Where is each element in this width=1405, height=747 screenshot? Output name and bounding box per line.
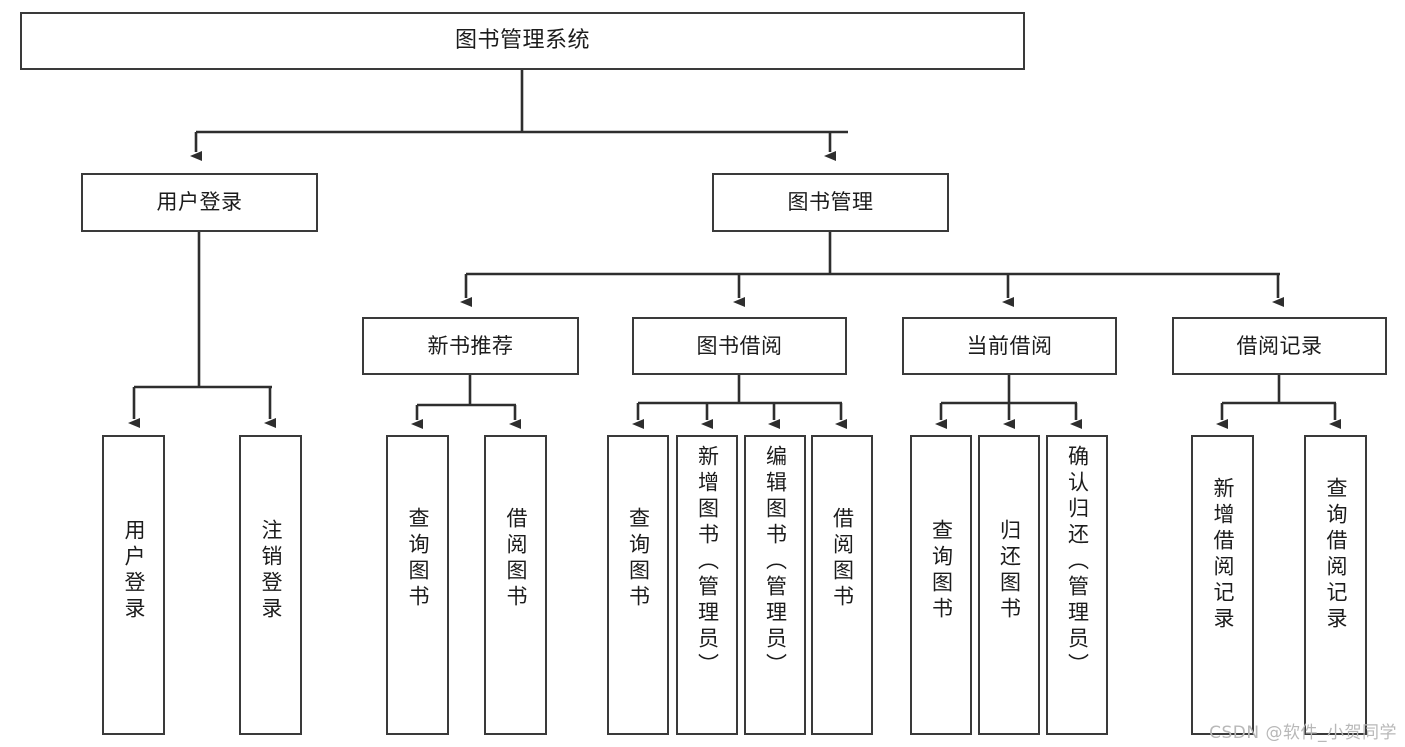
leaf-edit-book[interactable]: 编辑图书（管理员） bbox=[744, 435, 806, 735]
node-label: 新增借阅记录 bbox=[1211, 477, 1235, 633]
node-label: 确认归还（管理员） bbox=[1065, 445, 1090, 679]
leaf-query-book-recommend[interactable]: 查询图书 bbox=[386, 435, 449, 735]
leaf-add-book[interactable]: 新增图书（管理员） bbox=[676, 435, 738, 735]
node-label: 查询图书 bbox=[626, 507, 651, 611]
node-label: 图书借阅 bbox=[696, 333, 783, 358]
leaf-borrow-book-recommend[interactable]: 借阅图书 bbox=[484, 435, 547, 735]
node-new-book-recommend[interactable]: 新书推荐 bbox=[362, 317, 579, 375]
leaf-query-borrow-record[interactable]: 查询借阅记录 bbox=[1304, 435, 1367, 735]
leaf-query-book-current[interactable]: 查询图书 bbox=[910, 435, 972, 735]
leaf-return-book[interactable]: 归还图书 bbox=[978, 435, 1040, 735]
watermark-text: CSDN @软件_小贺同学 bbox=[1209, 723, 1397, 743]
node-label: 归还图书 bbox=[997, 519, 1022, 623]
node-label: 当前借阅 bbox=[966, 333, 1053, 358]
node-user-login[interactable]: 用户登录 bbox=[81, 173, 318, 232]
node-book-management[interactable]: 图书管理 bbox=[712, 173, 949, 232]
leaf-logout-login[interactable]: 注销登录 bbox=[239, 435, 302, 735]
node-label: 用户登录 bbox=[122, 519, 146, 623]
node-label: 新书推荐 bbox=[427, 333, 514, 358]
node-label: 查询图书 bbox=[929, 519, 954, 623]
node-current-borrow[interactable]: 当前借阅 bbox=[902, 317, 1117, 375]
node-label: 新增图书（管理员） bbox=[695, 445, 720, 679]
leaf-confirm-return[interactable]: 确认归还（管理员） bbox=[1046, 435, 1108, 735]
node-root-system[interactable]: 图书管理系统 bbox=[20, 12, 1025, 70]
leaf-query-book-borrow[interactable]: 查询图书 bbox=[607, 435, 669, 735]
leaf-add-borrow-record[interactable]: 新增借阅记录 bbox=[1191, 435, 1254, 735]
node-label: 图书管理 bbox=[787, 190, 874, 215]
node-label: 查询借阅记录 bbox=[1324, 477, 1348, 633]
leaf-user-login[interactable]: 用户登录 bbox=[102, 435, 165, 735]
leaf-borrow-book-borrow[interactable]: 借阅图书 bbox=[811, 435, 873, 735]
node-borrow-record[interactable]: 借阅记录 bbox=[1172, 317, 1387, 375]
node-label: 编辑图书（管理员） bbox=[763, 445, 788, 679]
node-label: 查询图书 bbox=[406, 507, 430, 611]
node-label: 借阅图书 bbox=[504, 507, 528, 611]
node-label: 用户登录 bbox=[156, 190, 243, 215]
node-label: 图书管理系统 bbox=[454, 28, 590, 54]
node-label: 注销登录 bbox=[259, 519, 283, 623]
node-label: 借阅记录 bbox=[1236, 333, 1323, 358]
node-label: 借阅图书 bbox=[830, 507, 855, 611]
node-book-borrow[interactable]: 图书借阅 bbox=[632, 317, 847, 375]
